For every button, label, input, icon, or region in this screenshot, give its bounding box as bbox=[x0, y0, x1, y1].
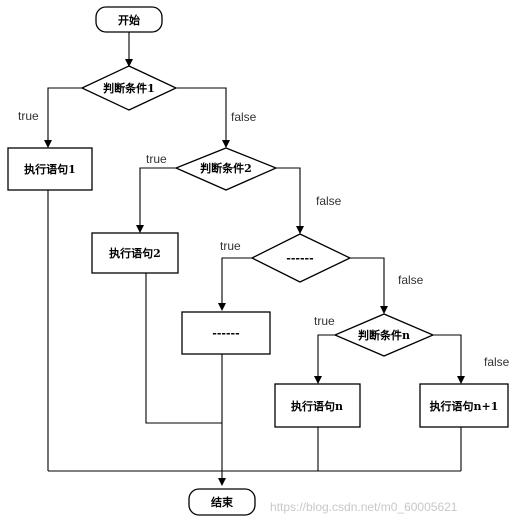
edge-cond2-false bbox=[276, 167, 304, 234]
node-end-label: 结束 bbox=[210, 495, 234, 509]
node-cond-more-label: ------ bbox=[286, 252, 313, 265]
label-cond2-true: true bbox=[146, 152, 167, 166]
node-cond1-label: 判断条件1 bbox=[103, 81, 155, 95]
node-cond1: 判断条件1 bbox=[80, 65, 178, 111]
node-exec1: 执行语句1 bbox=[7, 147, 93, 191]
label-more-true: true bbox=[220, 239, 241, 253]
node-cond2: 判断条件2 bbox=[174, 147, 278, 191]
node-cond-more: ------ bbox=[250, 233, 352, 283]
node-execn1-label: 执行语句n+1 bbox=[430, 399, 499, 413]
edge-condn-true bbox=[314, 334, 335, 384]
node-condn-label: 判断条件n bbox=[358, 328, 410, 342]
connectors bbox=[44, 32, 465, 486]
node-exec-more-label: ------ bbox=[212, 327, 239, 340]
node-execn-label: 执行语句n bbox=[291, 399, 343, 413]
node-exec2-label: 执行语句2 bbox=[109, 246, 161, 260]
edge-labels: true false true false true false true fa… bbox=[18, 109, 510, 369]
node-cond2-label: 判断条件2 bbox=[200, 161, 252, 175]
node-exec1-label: 执行语句1 bbox=[24, 162, 76, 176]
node-exec2: 执行语句2 bbox=[91, 232, 179, 274]
label-cond1-false: false bbox=[231, 110, 257, 124]
edge-condn-false bbox=[433, 334, 465, 384]
node-start: 开始 bbox=[95, 6, 163, 33]
node-execn1: 执行语句n+1 bbox=[419, 383, 509, 428]
label-more-false: false bbox=[398, 273, 424, 287]
watermark: https://blog.csdn.net/m0_60005621 bbox=[270, 500, 458, 514]
node-execn: 执行语句n bbox=[274, 383, 361, 428]
edge-cond1-true bbox=[44, 87, 82, 148]
edge-more-true bbox=[218, 257, 252, 311]
node-exec-more: ------ bbox=[181, 311, 271, 355]
edge-cond2-true bbox=[136, 167, 176, 233]
edge-cond1-false bbox=[176, 87, 230, 148]
node-condn: 判断条件n bbox=[333, 313, 435, 357]
edge-more-false bbox=[350, 257, 388, 314]
label-cond1-true: true bbox=[18, 109, 39, 123]
node-start-label: 开始 bbox=[118, 13, 140, 27]
label-condn-true: true bbox=[314, 314, 335, 328]
node-end: 结束 bbox=[188, 488, 256, 516]
label-condn-false: false bbox=[484, 355, 510, 369]
edge-exec2-down bbox=[145, 273, 222, 424]
label-cond2-false: false bbox=[316, 194, 342, 208]
